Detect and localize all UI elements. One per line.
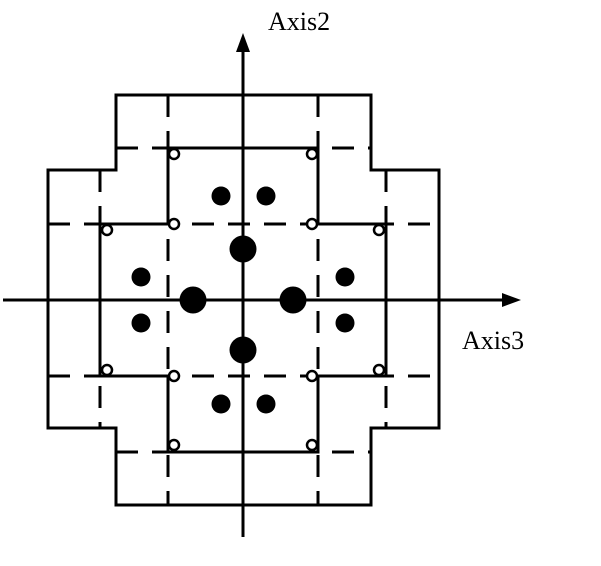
large-filled-points <box>179 235 307 364</box>
small-filled-points <box>131 186 355 414</box>
filled-point <box>256 394 276 414</box>
open-point <box>167 147 181 161</box>
open-point <box>372 363 386 377</box>
filled-point <box>131 313 151 333</box>
open-point <box>305 369 319 383</box>
large-point <box>279 286 307 314</box>
filled-point <box>335 267 355 287</box>
filled-point <box>131 267 151 287</box>
open-point <box>100 223 114 237</box>
open-point <box>167 217 181 231</box>
axis2-arrow-icon <box>236 33 250 52</box>
open-point <box>100 363 114 377</box>
open-point <box>372 223 386 237</box>
open-points <box>100 147 386 452</box>
filled-point <box>211 394 231 414</box>
axis3-label: Axis3 <box>462 326 524 355</box>
open-point <box>167 438 181 452</box>
filled-point <box>335 313 355 333</box>
filled-point <box>211 186 231 206</box>
large-point <box>179 286 207 314</box>
outer-boundary <box>46 93 441 507</box>
open-point <box>305 147 319 161</box>
axis3-arrow-icon <box>502 293 521 307</box>
open-point <box>305 438 319 452</box>
large-point <box>229 235 257 263</box>
filled-point <box>256 186 276 206</box>
axis2-label: Axis2 <box>268 7 330 36</box>
open-point <box>167 369 181 383</box>
large-point <box>229 336 257 364</box>
open-point <box>305 217 319 231</box>
